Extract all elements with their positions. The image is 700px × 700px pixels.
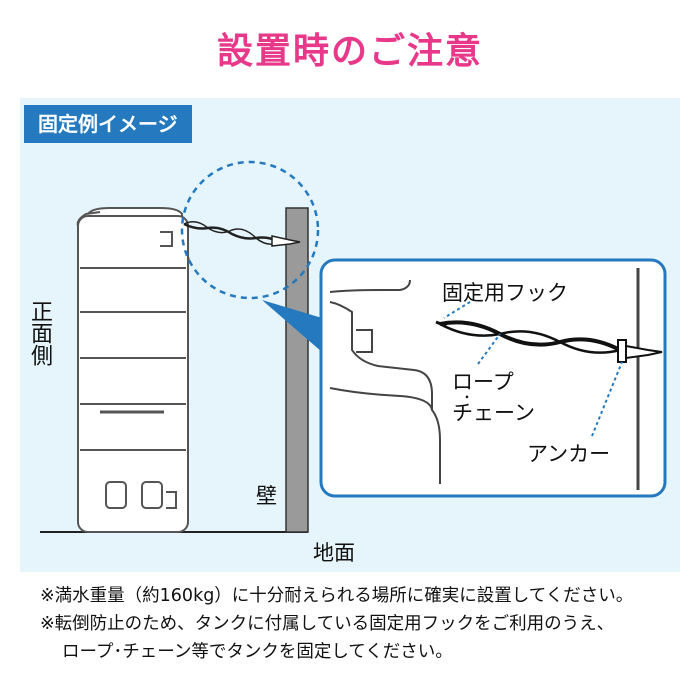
hook-leader xyxy=(443,301,471,319)
zoom-circle xyxy=(180,160,320,300)
rope-small xyxy=(183,222,281,244)
callout-pointer xyxy=(262,300,322,352)
note-weight: ※満水重量（約160kg）に十分耐えられる場所に確実に設置してください。 xyxy=(40,586,634,606)
hook-label: 固定用フック xyxy=(442,281,568,305)
anchor-label: アンカー xyxy=(527,442,611,466)
ground-label: 地面 xyxy=(313,541,355,565)
wall xyxy=(285,207,309,533)
rope-leader xyxy=(477,333,501,365)
zoomed-tank xyxy=(329,279,441,484)
front-side-label: 正面側 xyxy=(27,300,52,366)
rope-chain-separator: ･ xyxy=(463,388,472,407)
rope-label: ロープ xyxy=(452,370,514,394)
note-fixing: ※転倒防止のため、タンクに付属している固定用フックをご利用のうえ、 xyxy=(40,614,615,634)
page-title: 設置時のご注意 xyxy=(216,31,483,72)
chain-label: チェーン xyxy=(452,401,535,425)
zoom-callout-box xyxy=(319,258,667,498)
anchor-leader xyxy=(591,361,623,437)
anchor-small xyxy=(271,235,301,247)
note-fixing-continued: ロープ･チェーン等でタンクを固定してください。 xyxy=(62,642,453,662)
rope-large xyxy=(439,320,621,352)
wall-label: 壁 xyxy=(256,484,277,508)
panel-tab-label: 固定例イメージ xyxy=(24,105,192,143)
water-tank xyxy=(76,207,190,533)
